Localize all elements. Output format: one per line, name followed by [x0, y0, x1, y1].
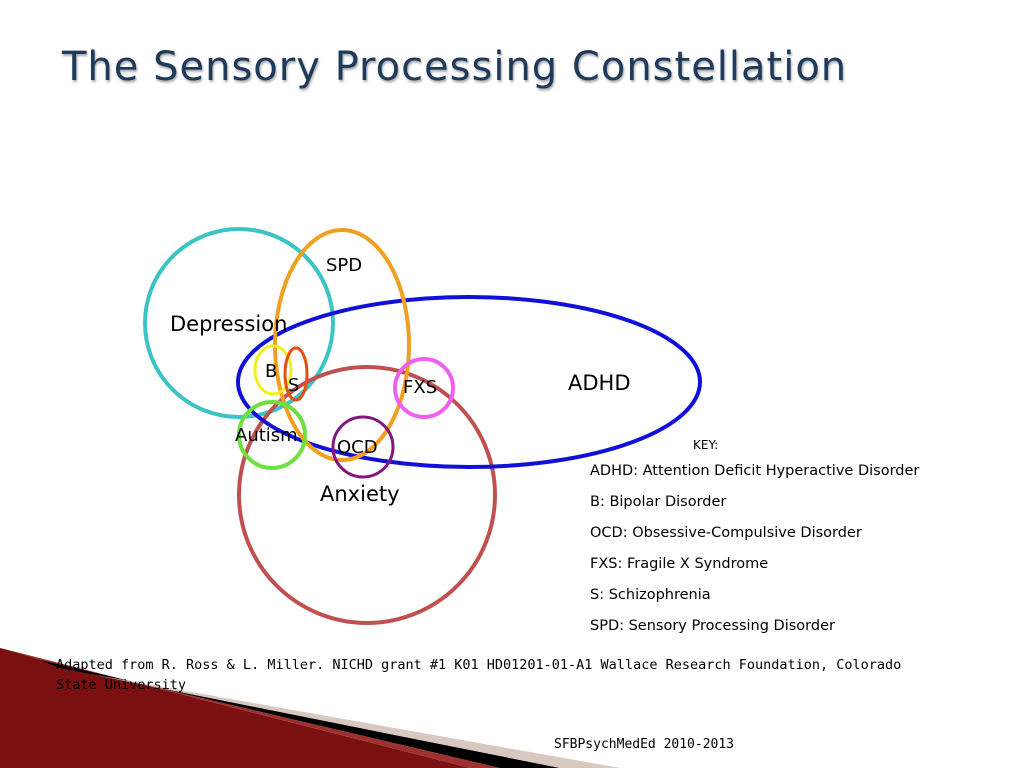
credit-text: Adapted from R. Ross & L. Miller. NICHD …	[56, 657, 902, 693]
fxs-circle	[393, 357, 455, 419]
ocd-circle	[331, 415, 395, 479]
key-item: FXS: Fragile X Syndrome	[590, 556, 769, 572]
s-label: S	[288, 375, 299, 396]
spd-label: SPD	[326, 255, 362, 276]
autism-label: Autism	[235, 425, 298, 446]
key-item: SPD: Sensory Processing Disorder	[590, 618, 835, 634]
b-label: B	[265, 361, 277, 382]
b-ellipse	[253, 344, 293, 396]
anxiety-label: Anxiety	[320, 482, 400, 506]
key-item: B: Bipolar Disorder	[590, 494, 727, 510]
anxiety-circle	[237, 365, 497, 625]
adhd-ellipse	[236, 295, 702, 469]
autism-circle	[237, 400, 307, 470]
slide-title: The Sensory Processing Constellation	[62, 44, 848, 90]
depression-circle	[143, 227, 335, 419]
s-ellipse	[283, 346, 309, 402]
key-item: ADHD: Attention Deficit Hyperactive Diso…	[590, 463, 920, 479]
key-item: S: Schizophrenia	[590, 587, 711, 603]
ocd-label: OCD	[337, 437, 378, 458]
fxs-label: FXS	[403, 377, 437, 398]
key-legend: KEY: ADHD: Attention Deficit Hyperactive…	[590, 438, 919, 648]
depression-label: Depression	[170, 312, 287, 336]
key-title: KEY:	[693, 438, 719, 452]
key-item: OCD: Obsessive-Compulsive Disorder	[590, 525, 862, 541]
adhd-label: ADHD	[568, 371, 631, 395]
footer-text: SFBPsychMedEd 2010-2013	[554, 737, 735, 752]
